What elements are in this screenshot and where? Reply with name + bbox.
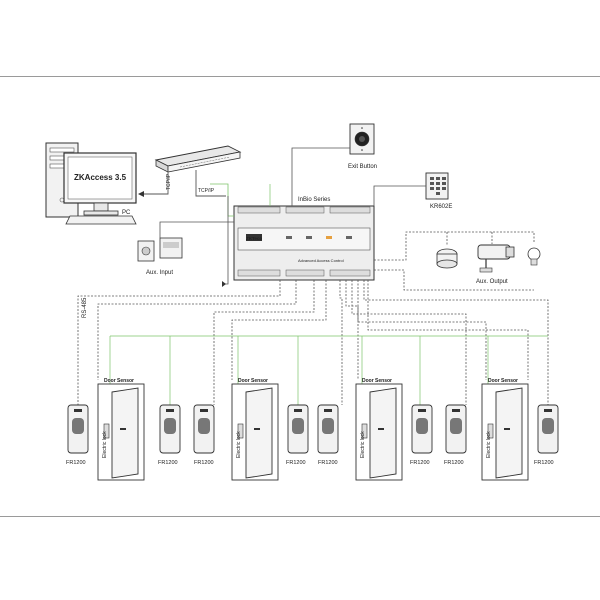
pc-label: PC [122,210,131,216]
reader-label: FR1200 [444,460,464,466]
door-sensor-label: Door Sensor [362,378,392,384]
inbio-controller [233,205,375,281]
door-group-3: Door Sensor Electric lock FR1200 FR1200 [317,378,433,481]
exit-button-device [349,123,375,155]
reader-label: FR1200 [66,460,86,466]
aux-output-label: Aux. Output [476,279,508,285]
rs485-label: RS-485 [82,297,88,318]
door-group-1: Door Sensor Electric lock FR1200 FR1200 [66,378,181,481]
reader-label: FR1200 [158,460,178,466]
reader-3-left [317,404,339,454]
reader-label: FR1200 [410,460,430,466]
controller-subtitle: Advanced Access Control [298,258,344,263]
door-4 [481,383,529,481]
software-label: ZKAccess 3.5 [74,173,127,182]
tcpip-right-label: TCP/IP [198,188,215,194]
reader-label: FR1200 [286,460,306,466]
door-3 [355,383,403,481]
reader-label: FR1200 [534,460,554,466]
door-1 [97,383,145,481]
keypad-device [425,172,449,200]
aux-input-label: Aux. Input [146,270,173,276]
door-group-4: Door Sensor Electric lock FR1200 FR1200 [444,378,559,481]
brand-label: ZKTeco [246,236,262,241]
electric-lock-label: Electric lock [102,431,108,458]
door-sensor-label: Door Sensor [488,378,518,384]
reader-label: FR1200 [194,460,214,466]
reader-label: FR1200 [318,460,338,466]
top-frame-line [0,76,600,77]
door-sensor-label: Door Sensor [104,378,134,384]
door-2 [231,383,279,481]
door-group-2: Door Sensor Electric lock FR1200 FR1200 [193,378,309,481]
reader-1-right [159,404,181,454]
reader-4-left [445,404,467,454]
tcpip-left-label: TCP/IP [166,173,172,190]
reader-2-left [193,404,215,454]
electric-lock-label: Electric lock [360,431,366,458]
network-switch [154,145,242,173]
door-sensor-label: Door Sensor [238,378,268,384]
electric-lock-label: Electric lock [236,431,242,458]
reader-2-right [287,404,309,454]
aux-input-devices [137,237,183,262]
bottom-frame-line [0,516,600,517]
electric-lock-label: Electric lock [486,431,492,458]
reader-3-right [411,404,433,454]
reader-1-left [67,404,89,454]
pc-computer [45,142,137,225]
reader-4-right [537,404,559,454]
aux-output-devices [436,244,541,273]
field-wiring [77,280,549,405]
controller-label: InBio Series [298,197,330,203]
keypad-label: KR602E [430,204,452,210]
exit-button-label: Exit Button [348,164,377,170]
